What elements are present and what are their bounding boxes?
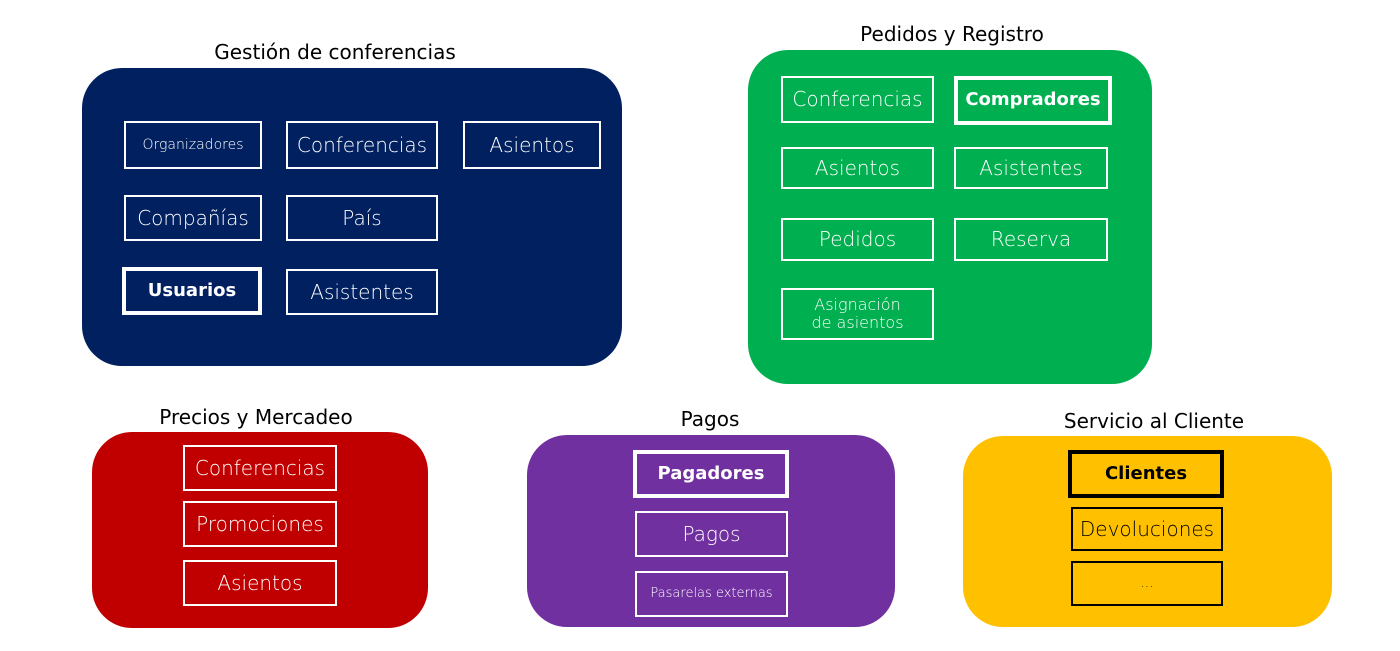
gestion-asistentes-box: Asistentes xyxy=(286,269,438,315)
precios-asientos-box: Asientos xyxy=(183,560,337,606)
pedidos-title: Pedidos y Registro xyxy=(860,22,1044,46)
pedidos-panel xyxy=(748,50,1152,384)
gestion-pais-box: País xyxy=(286,195,438,241)
pedidos-asistentes-box: Asistentes xyxy=(954,147,1108,189)
precios-promociones-box: Promociones xyxy=(183,501,337,547)
pedidos-conferencias-box: Conferencias xyxy=(781,76,934,123)
gestion-asientos-box: Asientos xyxy=(463,121,601,169)
precios-panel xyxy=(92,432,428,628)
pagos-title: Pagos xyxy=(680,407,740,431)
gestion-panel xyxy=(82,68,622,366)
gestion-title: Gestión de conferencias xyxy=(214,40,456,64)
precios-conferencias-box: Conferencias xyxy=(183,445,337,491)
pagos-pagos-box: Pagos xyxy=(635,511,788,557)
pedidos-asignacion-box: Asignación de asientos xyxy=(781,288,934,340)
precios-title: Precios y Mercadeo xyxy=(159,405,353,429)
pedidos-reserva-box: Reserva xyxy=(954,218,1108,261)
servicio-panel xyxy=(963,436,1332,627)
gestion-companias-box: Compañías xyxy=(124,195,262,241)
pagos-panel xyxy=(527,435,895,627)
servicio-clientes-box: Clientes xyxy=(1068,450,1224,498)
pedidos-pedidos-box: Pedidos xyxy=(781,218,934,261)
gestion-organizadores-box: Organizadores xyxy=(124,121,262,169)
gestion-conferencias-box: Conferencias xyxy=(286,121,438,169)
gestion-usuarios-box: Usuarios xyxy=(122,267,262,315)
pedidos-asientos-box: Asientos xyxy=(781,147,934,189)
servicio-etc-box: ... xyxy=(1071,561,1223,606)
servicio-devoluciones-box: Devoluciones xyxy=(1071,507,1223,551)
pagos-pasarelas-box: Pasarelas externas xyxy=(635,571,788,617)
servicio-title: Servicio al Cliente xyxy=(1063,409,1245,433)
pedidos-compradores-box: Compradores xyxy=(954,76,1112,125)
pagos-pagadores-box: Pagadores xyxy=(633,450,789,498)
